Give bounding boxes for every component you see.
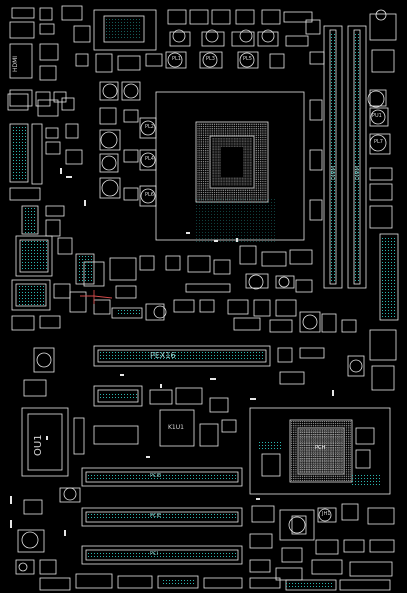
k1u1-label: K1U1 [168, 424, 184, 431]
pci3-label: PCI [150, 551, 158, 557]
dimm-b-label: DIMM [355, 166, 361, 180]
k1u1-chip [159, 409, 195, 447]
pcie2-label: PCIE [150, 513, 162, 519]
pch-label: PCH [315, 445, 326, 451]
hdmi-port [9, 43, 33, 79]
dimm-a-label: DIMM [331, 166, 337, 180]
pu1-label: PU1 [372, 113, 382, 119]
pcie-slot-1 [81, 467, 243, 487]
pcie1-label: PCIE [150, 473, 162, 479]
pch-chip [289, 419, 353, 483]
pl4-label: PL4 [145, 156, 154, 162]
pl3-label: PL3 [206, 56, 215, 62]
pcie-x16-slot [93, 345, 271, 367]
pex16-label: PEX16 [150, 351, 176, 360]
pci-slot-3 [81, 545, 243, 565]
pl2-label: PL2 [145, 124, 154, 130]
dimm-slot-b [347, 25, 367, 289]
pl6-label: PL6 [145, 192, 154, 198]
jh1-label: JH1 [322, 511, 331, 517]
pl1-label: PL1 [172, 56, 181, 62]
atx-power-connector [379, 233, 399, 321]
pcie-slot-2 [81, 507, 243, 527]
hdmi-label: HDMI [12, 55, 19, 72]
ou1-label: OU1 [33, 434, 44, 456]
dimm-slot-a [323, 25, 343, 289]
pl5-label: PL5 [243, 56, 252, 62]
pl7-label: PL7 [374, 139, 383, 145]
